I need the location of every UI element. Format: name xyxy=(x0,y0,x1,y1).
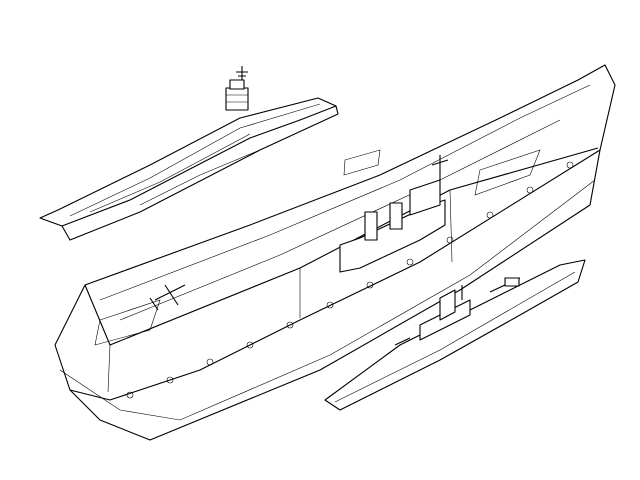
large-carrier xyxy=(54,64,616,441)
battleship xyxy=(324,259,586,411)
small-carrier xyxy=(39,66,339,241)
